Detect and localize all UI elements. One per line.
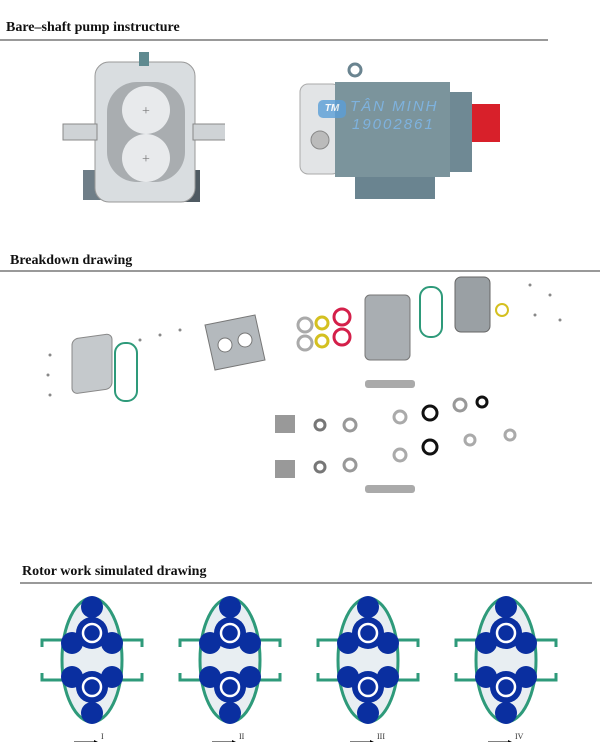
bare-shaft-pump-side-image bbox=[299, 62, 500, 199]
rotor-step-label: II bbox=[239, 732, 245, 741]
watermark-brand: TÂN MINH bbox=[350, 98, 439, 115]
divider bbox=[0, 270, 600, 272]
rotor-step-label: I bbox=[101, 732, 104, 741]
rotor-diagrams bbox=[40, 594, 558, 742]
rotor-step-label: III bbox=[377, 732, 385, 741]
watermark-logo: TM bbox=[318, 100, 346, 118]
section-title-rotor: Rotor work simulated drawing bbox=[22, 564, 207, 579]
bare-shaft-pump-front-image: + + bbox=[62, 52, 225, 203]
watermark-phone: 19002861 bbox=[352, 116, 435, 133]
rotor-stage-2 bbox=[178, 594, 282, 742]
rotor-stage-1 bbox=[40, 594, 144, 742]
section-title-bare-shaft: Bare–shaft pump instructure bbox=[6, 20, 180, 35]
rotor-step-label: IV bbox=[515, 732, 524, 741]
svg-text:+: + bbox=[142, 152, 150, 167]
divider bbox=[0, 39, 548, 41]
rotor-stage-3 bbox=[316, 594, 420, 742]
rotor-stage-4 bbox=[454, 594, 558, 742]
divider bbox=[20, 582, 592, 584]
section-title-breakdown: Breakdown drawing bbox=[10, 253, 133, 268]
breakdown-drawing bbox=[46, 276, 562, 493]
svg-text:+: + bbox=[142, 104, 150, 119]
